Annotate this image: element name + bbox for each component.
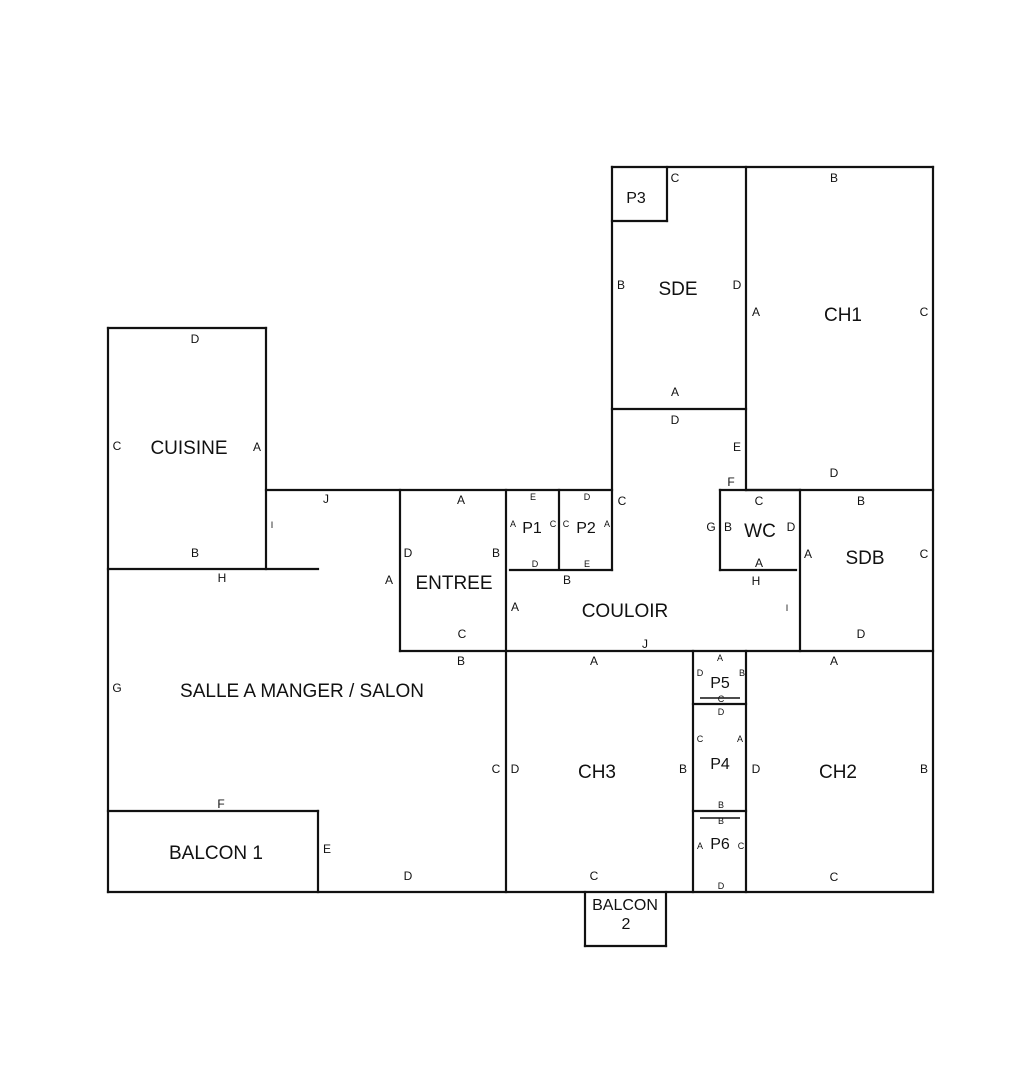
wall-letter: C (590, 869, 599, 883)
wall-letter: B (718, 800, 724, 810)
wall-letter: A (697, 841, 703, 851)
wall-letter: A (511, 600, 519, 614)
wall-letter: B (857, 494, 865, 508)
wall-letter: C (618, 494, 627, 508)
room-label-balcon2-number: 2 (622, 916, 631, 933)
wall-letter: D (752, 762, 761, 776)
wall-letter: D (404, 869, 413, 883)
wall-letter: A (752, 305, 760, 319)
wall-letter: J (642, 637, 648, 651)
wall-letter: C (113, 439, 122, 453)
wall-letter: F (217, 797, 224, 811)
room-label-p5: P5 (710, 675, 730, 692)
wall-letter: D (718, 881, 725, 891)
wall-letter: G (112, 681, 121, 695)
wall-letter: C (920, 547, 929, 561)
wall-letter: C (920, 305, 929, 319)
wall-letter: A (604, 519, 610, 529)
wall-letter: B (920, 762, 928, 776)
wall-letter: D (511, 762, 520, 776)
room-label-ch2: CH2 (819, 762, 857, 783)
wall-letter: D (671, 413, 680, 427)
room-label-p2: P2 (576, 520, 596, 537)
wall-letter: A (830, 654, 838, 668)
room-label-salon: SALLE A MANGER / SALON (180, 681, 424, 702)
wall-letter: B (191, 546, 199, 560)
wall-letter: D (584, 492, 591, 502)
wall-letter: E (733, 440, 741, 454)
wall-letter: B (457, 654, 465, 668)
wall-letter: B (830, 171, 838, 185)
room-label-couloir: COULOIR (582, 601, 669, 622)
wall-letter: A (755, 556, 763, 570)
wall-letter: A (804, 547, 812, 561)
wall-letter: B (563, 573, 571, 587)
wall-letter: B (492, 546, 500, 560)
wall-letter: D (857, 627, 866, 641)
room-label-cuisine: CUISINE (150, 438, 227, 459)
room-label-p1: P1 (522, 520, 542, 537)
wall-letter: J (323, 492, 329, 506)
wall-letter: C (458, 627, 467, 641)
wall-letter: I (786, 603, 789, 613)
wall-letter: C (563, 519, 570, 529)
wall-letter: D (787, 520, 796, 534)
wall-letter: C (671, 171, 680, 185)
wall-letter: B (617, 278, 625, 292)
wall-letter: A (717, 653, 723, 663)
room-label-sde: SDE (658, 279, 697, 300)
wall-letter: D (191, 332, 200, 346)
wall-letter: D (532, 559, 539, 569)
wall-letter: C (738, 841, 745, 851)
wall-letter: H (218, 571, 227, 585)
room-label-wc: WC (744, 521, 776, 542)
wall-letter: D (733, 278, 742, 292)
wall-letter: D (718, 707, 725, 717)
wall-letter: B (724, 520, 732, 534)
wall-letter: C (755, 494, 764, 508)
wall-letter: C (492, 762, 501, 776)
wall-letter: D (697, 668, 704, 678)
wall-letter: C (830, 870, 839, 884)
room-label-ch3: CH3 (578, 762, 616, 783)
wall-letter: F (727, 475, 734, 489)
wall-letter: B (739, 668, 745, 678)
room-label-p4: P4 (710, 756, 730, 773)
wall-letter: A (457, 493, 465, 507)
wall-letter: B (679, 762, 687, 776)
wall-letter: C (550, 519, 557, 529)
room-labels: CUISINE ENTREE P1 P2 P3 SDE CH1 WC SDB C… (150, 190, 884, 933)
room-label-sdb: SDB (845, 548, 884, 569)
wall-letter: A (671, 385, 679, 399)
wall-letter: A (385, 573, 393, 587)
wall-letter: E (584, 559, 590, 569)
wall-letter: B (718, 816, 724, 826)
wall-letters: D C A B J I H G F E D C B A A D B C E A … (112, 171, 928, 891)
wall-letter: D (404, 546, 413, 560)
room-label-ch1: CH1 (824, 305, 862, 326)
walls (106, 165, 935, 948)
wall-letter: A (253, 440, 261, 454)
wall-letter: I (271, 520, 274, 530)
wall-letter: C (697, 734, 704, 744)
wall-letter: E (530, 492, 536, 502)
wall-letter: A (590, 654, 598, 668)
wall-letter: D (830, 466, 839, 480)
room-label-p3: P3 (626, 190, 646, 207)
wall-letter: E (323, 842, 331, 856)
wall-letter: C (718, 694, 725, 704)
wall-letter: G (706, 520, 715, 534)
room-label-p6: P6 (710, 836, 730, 853)
wall-letter: A (510, 519, 516, 529)
wall-letter: H (752, 574, 761, 588)
wall-letter: A (737, 734, 743, 744)
room-label-entree: ENTREE (415, 573, 492, 594)
room-label-balcon2: BALCON (592, 897, 658, 914)
room-label-balcon1: BALCON 1 (169, 843, 263, 864)
